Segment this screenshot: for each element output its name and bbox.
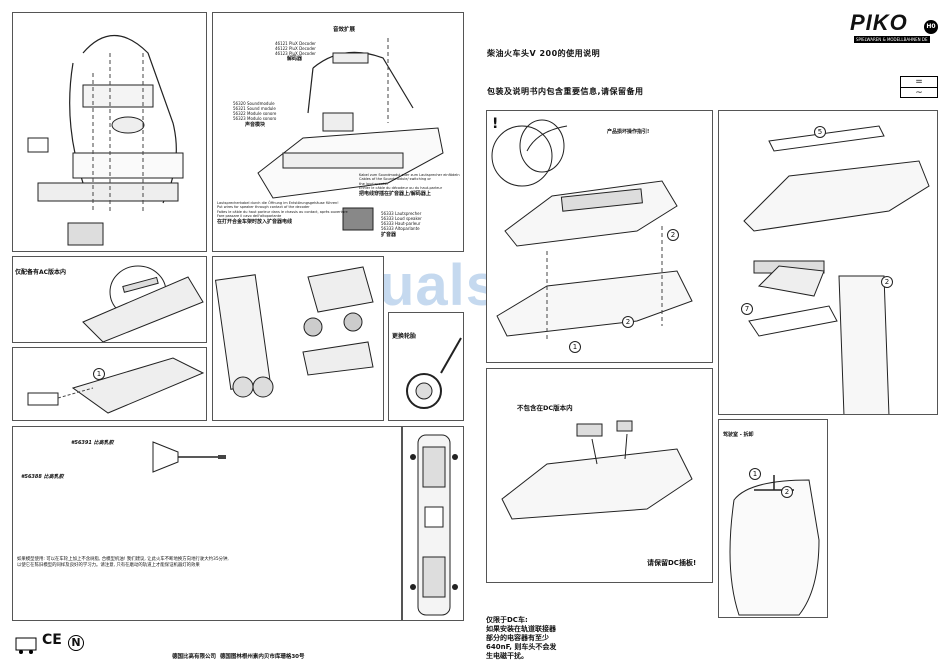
sound-expansion-drawing (257, 38, 444, 231)
lamp-label-2: #56388 比高乳胶 (21, 474, 64, 480)
cable-instructions: Kabel zum Soundmodul oder zum Lautsprech… (359, 173, 460, 191)
panel-cab-removal: 驾驶室 - 拆卸 1 2 (718, 419, 828, 618)
sound-parts-line3: 56322 Module sonore (233, 111, 277, 116)
panel-dc-version: 不包含在DC版本内 请保留DC插板! (486, 368, 713, 583)
ac-version-drawing (82, 265, 204, 342)
motor-exploded-drawing (27, 34, 184, 246)
ac-symbol: ~ (915, 88, 923, 98)
ac-version-label: 仅配备有AC版本内 (15, 269, 67, 276)
company-address: 德国比高有限公司 德国图林根州素内贝市库珊格30号 (172, 654, 305, 660)
dc-symbol: = (901, 77, 937, 88)
chassis-ac-drawing (27, 357, 205, 414)
dc-version-drawing (501, 420, 693, 520)
sound-parts-line1: 56320 Soundmodule (233, 101, 275, 106)
panel-chassis-ac: 1 (12, 347, 207, 421)
panel-tyre-replace: 更换轮胎 (388, 312, 464, 421)
speaker-parts-line4: 56333 Altoparlante (381, 226, 420, 231)
decoder-label: 解码器 (287, 56, 303, 62)
sound-heading: 音效扩展 (333, 27, 356, 33)
tyre-replace-drawing (406, 337, 462, 409)
step-marker-7: 7 (741, 303, 753, 315)
panel-lamp-lubrication: #56391 比高乳胶 #56388 比高乳胶 如果模型使用: 可以在车轮上加上… (12, 426, 402, 621)
body-removal-drawing (491, 119, 693, 341)
n-mark: N (68, 635, 84, 651)
lubrication-warning: 如果模型使用: 可以在车轮上加上不含树脂, 合模型机油! 我们建议, 让此火车不… (17, 557, 229, 568)
panel-motor-exploded (12, 12, 207, 252)
brand-name: PIKO (850, 10, 908, 35)
bogie-drawing (214, 266, 374, 398)
current-symbols: = ~ (900, 76, 938, 98)
sound-parts-line2: 56321 Sound module (233, 106, 276, 111)
speaker-instructions-cn: 在打开合金车架时放入扩音器电线 (217, 219, 293, 225)
decoder-parts-line3: 46123 PluX Decoder (275, 51, 316, 56)
decoder-parts-line2: 46122 PluX Decoder (275, 46, 316, 51)
step-marker-2c: 2 (881, 276, 893, 288)
speaker-label: 扩音器 (381, 232, 397, 238)
panel-sound-expansion: 音效扩展 46121 PluX Decoder 46122 PluX Decod… (212, 12, 464, 252)
panel-ac-version: 仅配备有AC版本内 (12, 256, 207, 343)
manual-notice: 包装及说明书内包含重要信息,请保留备用 (487, 87, 644, 96)
warning-icon: ! (492, 116, 499, 132)
loco-underside-drawing (410, 434, 458, 616)
cable-instructions-cn: 把电线穿插在扩音器上/解码器上 (359, 191, 431, 197)
sound-module-label: 声音模块 (245, 122, 266, 128)
cab-exploded-drawing (743, 125, 930, 414)
tyre-replace-label: 更换轮胎 (392, 333, 417, 340)
step-marker-1: 1 (93, 368, 105, 380)
keep-dc-plug-note: 请保留DC插板! (647, 559, 697, 567)
sound-parts-line4: 56323 Modulo sonoro (233, 116, 277, 121)
step-marker-1b: 1 (569, 341, 581, 353)
speaker-parts-line2: 56333 Loud speaker (381, 216, 422, 221)
lamp-label-1: #56391 比高乳胶 (71, 440, 114, 446)
scale-badge: H0 (924, 20, 938, 34)
ce-mark: CE (42, 632, 62, 648)
step-marker-5: 5 (814, 126, 826, 138)
panel-bogie (212, 256, 384, 421)
panel-cab-exploded: 5 7 2 (718, 110, 938, 415)
panel-loco-underside (402, 426, 464, 621)
cab-removal-label: 驾驶室 - 拆卸 (723, 432, 754, 438)
step-marker-1c: 1 (749, 468, 761, 480)
decoder-parts-line1: 46121 PluX Decoder (275, 41, 316, 46)
step-marker-2b: 2 (622, 316, 634, 328)
emi-note: 仅限于DC车: 如果安装在轨道联接器 部分的电容器有至少 640nF, 则车头不… (486, 616, 557, 661)
speaker-instructions: Lautsprecherkabel durch die Öffnung im E… (217, 201, 348, 219)
speaker-parts-line1: 56333 Lautsprecher (381, 211, 422, 216)
brand-tagline: SPIELWAREN & MODELLBAHNEN DE (854, 36, 930, 43)
handling-warning: 产品损坏操作指引! (607, 129, 650, 135)
step-marker-2: 2 (667, 229, 679, 241)
dc-version-title: 不包含在DC版本内 (517, 404, 573, 412)
lamp-drawing (152, 441, 226, 473)
speaker-parts-line3: 56333 Haut-parleur (381, 221, 421, 226)
cab-removal-drawing (729, 475, 820, 616)
panel-body-removal: 2 2 1 产品损坏操作指引! ! (486, 110, 713, 363)
compliance-icons (15, 637, 37, 654)
piko-logo: PIKO H0 SPIELWAREN & MODELLBAHNEN DE (850, 10, 938, 43)
manual-title: 柴油火车头V 200的使用说明 (487, 49, 601, 58)
step-marker-2d: 2 (781, 486, 793, 498)
